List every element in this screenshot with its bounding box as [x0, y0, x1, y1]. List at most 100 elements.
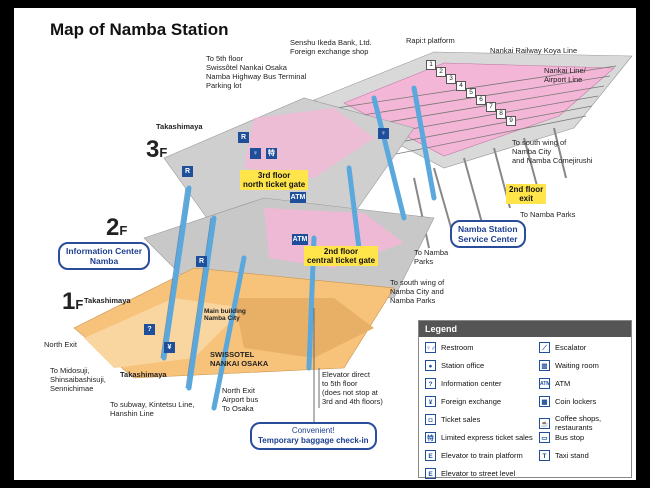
label-airport-line: Nankai Line/ Airport Line: [544, 66, 586, 84]
label-senshu-bank: Senshu Ikeda Bank, Ltd. Foreign exchange…: [290, 38, 372, 56]
platform-number: 9: [506, 116, 516, 126]
legend-item-label: Foreign exchange: [441, 397, 502, 406]
legend-item: ♀♂ Restroom: [425, 342, 537, 353]
legend-item-label: Information center: [441, 379, 502, 388]
label-north-exit-airport: North Exit Airport bus To Osaka: [222, 386, 259, 413]
platform-number: 3: [446, 74, 456, 84]
legend-title: Legend: [419, 321, 631, 337]
second-floor-exit-label: 2nd floor exit: [506, 184, 547, 204]
platform-number: 1: [426, 60, 436, 70]
legend-item: ▥ Waiting room: [539, 360, 629, 371]
elevator-platform-icon: E: [425, 450, 436, 461]
label-koya-line: Nankai Railway Koya Line: [490, 46, 578, 55]
legend-item-label: Bus stop: [555, 433, 585, 442]
restroom-icon: ♀: [250, 148, 261, 159]
label-to-namba-parks-2f: To Namba Parks: [520, 210, 576, 219]
legend-item: ▦ Coin lockers: [539, 396, 629, 407]
legend-item-label: ATM: [555, 379, 571, 388]
label-to-5th-floor: To 5th floor Swissôtel Nankai Osaka Namb…: [206, 54, 307, 90]
floor-1-suffix: F: [75, 297, 84, 312]
floor-1-number: 1: [62, 288, 76, 315]
restroom-icon: ♀♂: [425, 342, 436, 353]
station-office-icon: R: [182, 166, 193, 177]
platform-number: 5: [466, 88, 476, 98]
floor-2-number: 2: [106, 214, 120, 241]
label-main-building: Main building Namba City: [204, 308, 246, 322]
legend: Legend ♀♂ Restroom ⟋ Escalator ● Station offi…: [418, 320, 632, 479]
information-icon: ?: [425, 378, 436, 389]
label-swissotel: SWISSOTEL NANKAI OSAKA: [210, 350, 269, 368]
platform-number: 2: [436, 67, 446, 77]
floor-2-marker: 2F: [106, 214, 127, 242]
legend-item-label: Taxi stand: [555, 451, 589, 460]
callout-line-2: Temporary baggage check-in: [258, 436, 369, 445]
legend-item-label: Escalator: [555, 343, 587, 352]
legend-item-label: Station office: [441, 361, 485, 370]
floor-1-marker: 1F: [62, 288, 83, 316]
restroom-icon: ♀: [378, 128, 389, 139]
map-title: Map of Namba Station: [50, 20, 229, 39]
legend-item: ☕Coffee shops, restaurants: [539, 414, 629, 432]
legend-item-label: Coin lockers: [555, 397, 597, 406]
legend-item-label: Waiting room: [555, 361, 599, 370]
label-to-subway: To subway, Kintetsu Line, Hanshin Line: [110, 400, 195, 418]
service-center-bubble: Namba Station Service Center: [450, 220, 526, 248]
escalators: [161, 85, 437, 411]
label-to-south-wing-1f: To south wing of Namba City and Namba Pa…: [390, 278, 445, 305]
legend-item-label: Limited express ticket sales: [441, 433, 533, 442]
callout-line-1: Convenient!: [291, 426, 335, 435]
central-ticket-gate-label: 2nd floor central ticket gate: [304, 246, 379, 266]
platform-number: 6: [476, 95, 486, 105]
label-to-midosuji: To Midosuji, Shinsaibashisuji, Sennichim…: [50, 366, 106, 393]
information-center-bubble: Information Center Namba: [58, 242, 151, 270]
label-elevator-direct: Elevator direct to 5th floor (does not s…: [322, 370, 383, 406]
legend-item: E Elevator to street level: [425, 468, 537, 479]
legend-item: ▭ Bus stop: [539, 432, 629, 443]
label-takashimaya-3f: Takashimaya: [156, 122, 203, 131]
foreign-exchange-icon: ¥: [425, 396, 436, 407]
baggage-checkin-callout: Convenient! Temporary baggage check-in: [250, 422, 377, 450]
floor-3-suffix: F: [159, 145, 168, 160]
legend-item: T Taxi stand: [539, 450, 629, 461]
bus-stop-icon: ▭: [539, 432, 550, 443]
information-icon: ?: [144, 324, 155, 335]
legend-item: ⟋ Escalator: [539, 342, 629, 353]
legend-item-label: Coffee shops, restaurants: [555, 414, 602, 432]
ticket-sales-icon: ◘: [425, 414, 436, 425]
label-to-south-wing-2f: To south wing of Namba City and Namba Co…: [512, 138, 593, 165]
coin-locker-icon: ▦: [539, 396, 550, 407]
label-takashimaya-1f-bottom: Takashimaya: [120, 370, 167, 379]
floor-3-number: 3: [146, 136, 160, 163]
foreign-exchange-icon: ¥: [164, 342, 175, 353]
atm-icon: ATM: [292, 234, 308, 245]
label-to-namba-parks-mid: To Namba Parks: [414, 248, 449, 266]
atm-icon: ATM: [290, 192, 306, 203]
platform-number: 8: [496, 109, 506, 119]
floor-3-marker: 3F: [146, 136, 167, 164]
atm-icon: ATM: [539, 378, 550, 389]
platform-number: 7: [486, 102, 496, 112]
station-office-icon: ●: [425, 360, 436, 371]
label-north-exit: North Exit: [44, 340, 77, 349]
legend-item-label: Restroom: [441, 343, 474, 352]
taxi-icon: T: [539, 450, 550, 461]
elevator-street-icon: E: [425, 468, 436, 479]
map-frame: Map of Namba Station 3F 2F 1F To 5th flo…: [14, 8, 636, 480]
legend-item: ¥ Foreign exchange: [425, 396, 537, 407]
legend-item-label: Elevator to street level: [441, 469, 516, 478]
escalator-icon: ⟋: [539, 342, 550, 353]
platform-number: 4: [456, 81, 466, 91]
floor-2-suffix: F: [119, 223, 128, 238]
limited-express-icon: 特: [266, 148, 277, 159]
station-office-icon: R: [196, 256, 207, 267]
station-office-icon: R: [238, 132, 249, 143]
north-ticket-gate-label: 3rd floor north ticket gate: [240, 170, 309, 190]
label-takashimaya-1f: Takashimaya: [84, 296, 131, 305]
label-rapit-platform: Rapi:t platform: [406, 36, 455, 45]
waiting-room-icon: ▥: [539, 360, 550, 371]
legend-item-label: Elevator to train platform: [441, 451, 523, 460]
legend-item: ? Information center: [425, 378, 537, 389]
legend-item: ● Station office: [425, 360, 537, 371]
legend-item: ◘Ticket sales: [425, 414, 537, 425]
